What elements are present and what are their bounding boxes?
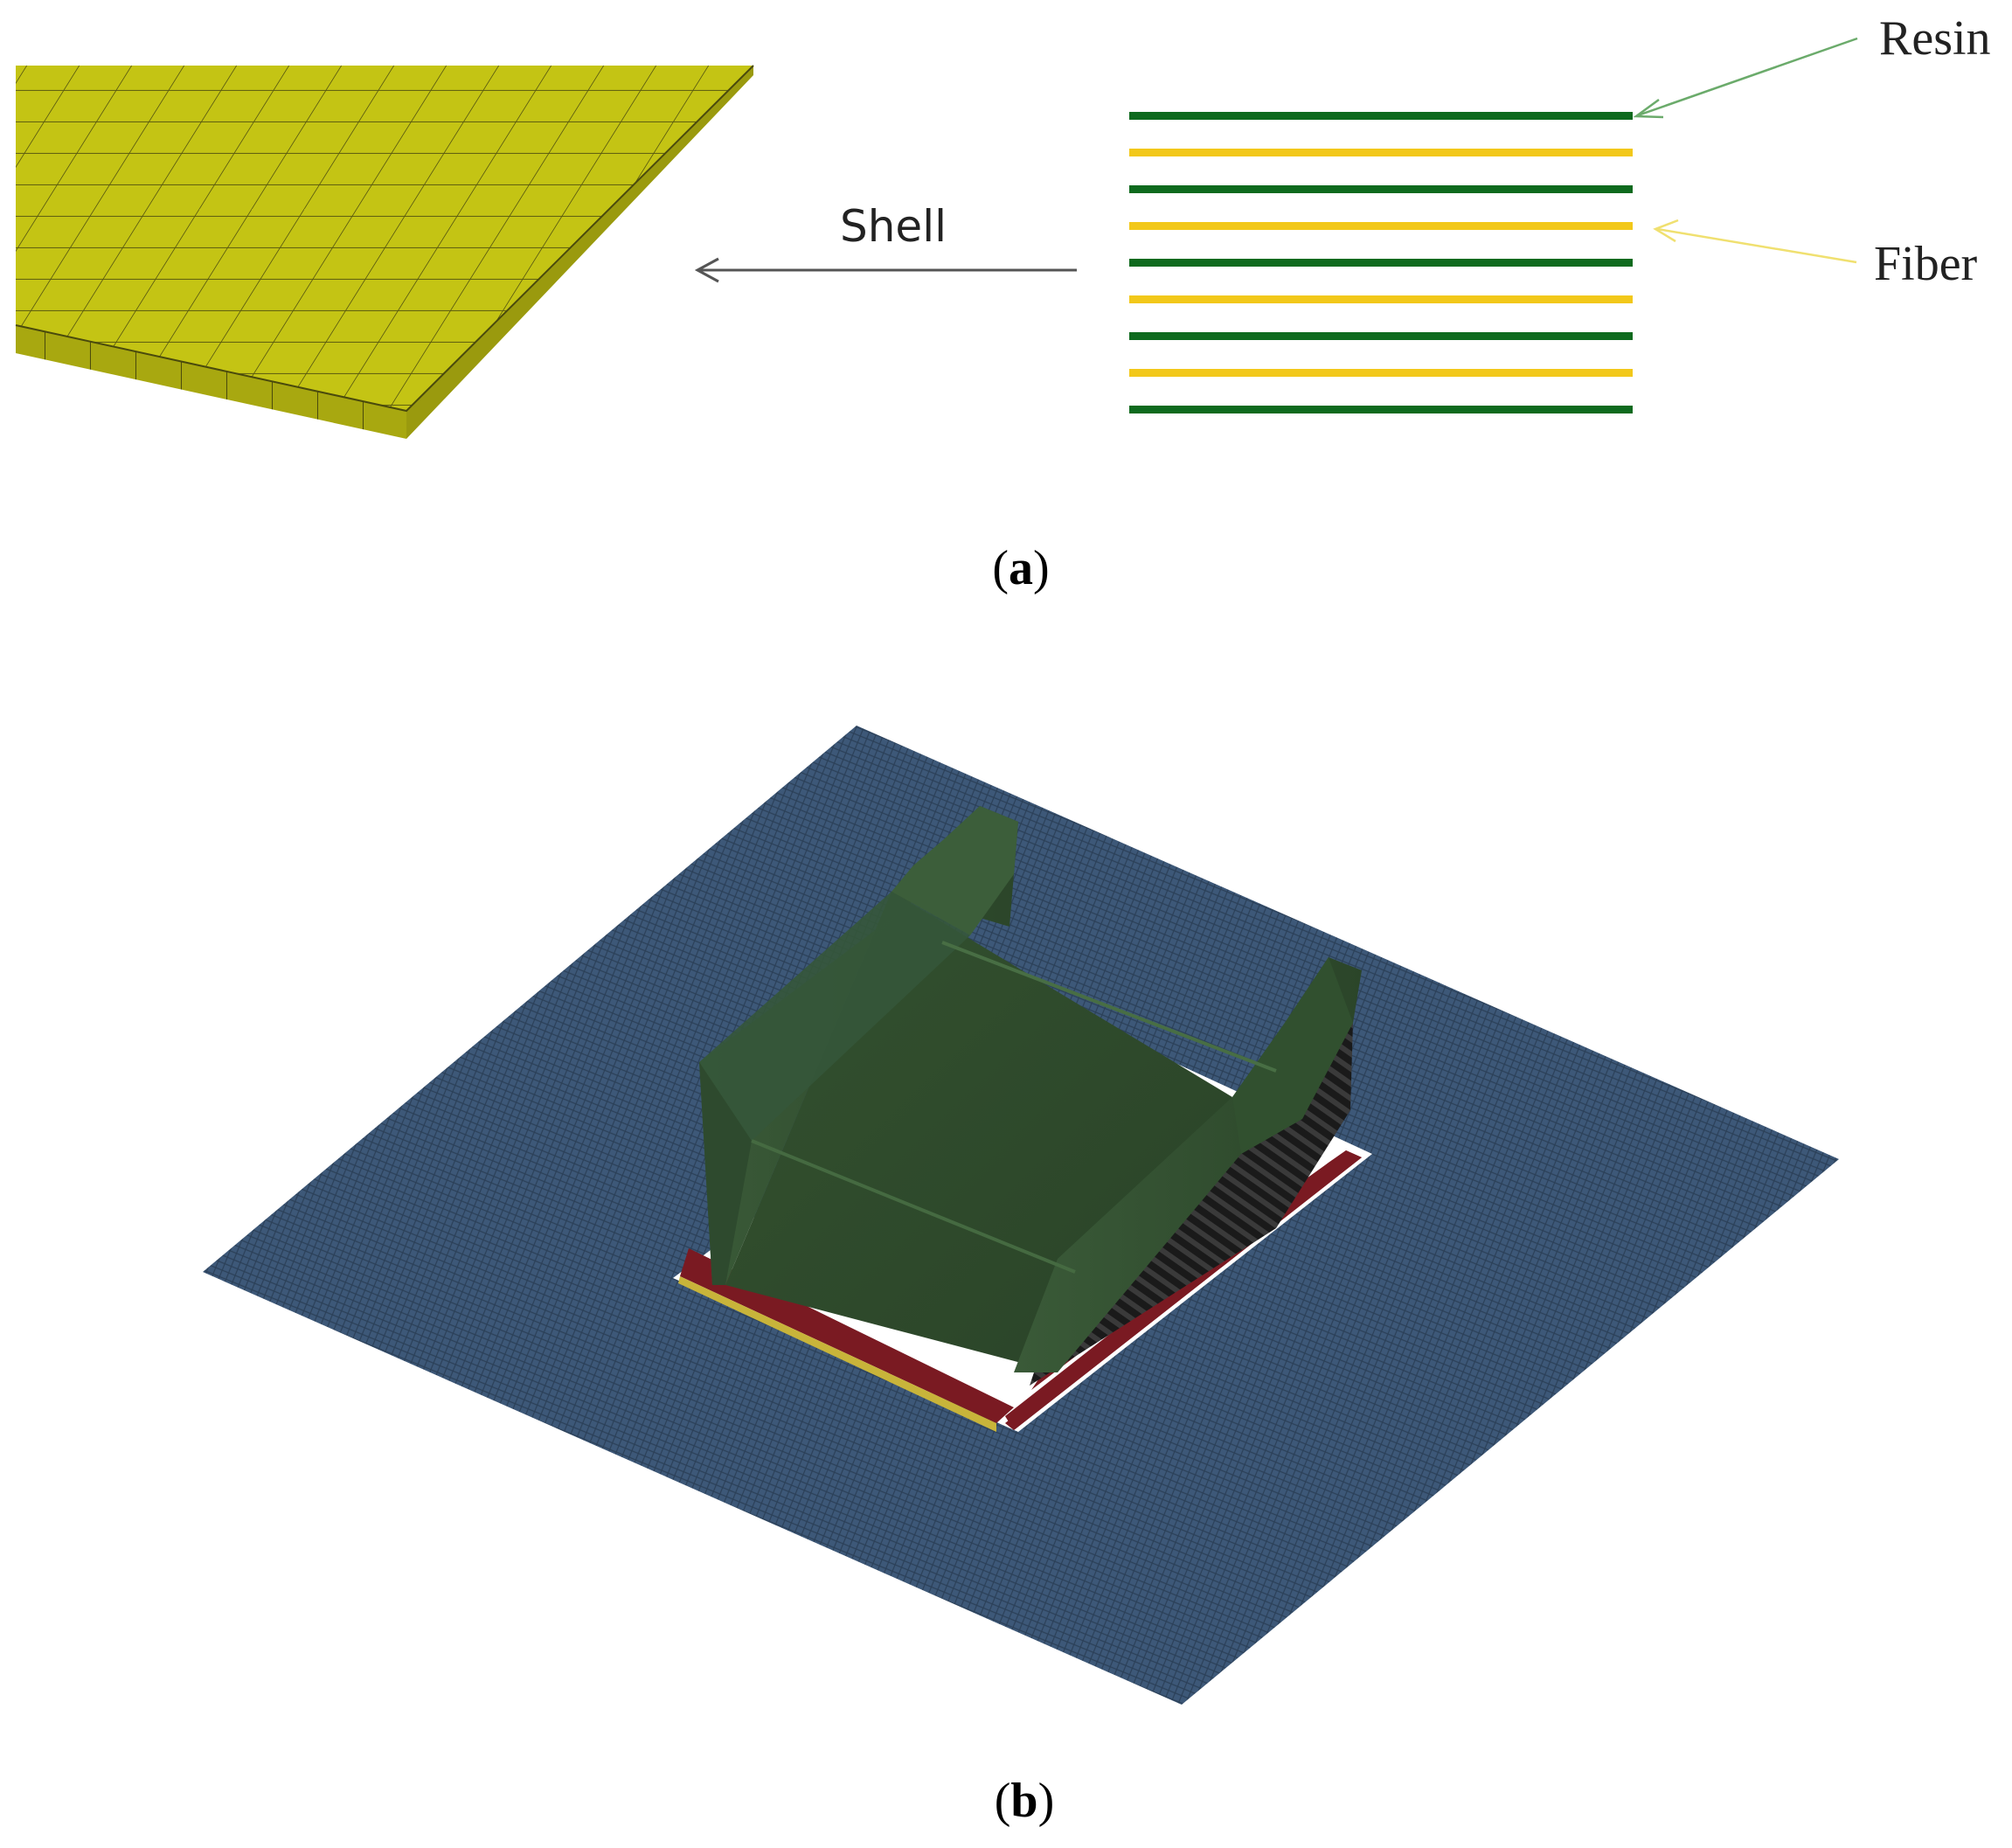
- panel-b: (b): [203, 726, 1839, 1828]
- caption-b: (b): [995, 1774, 1054, 1828]
- resin-layer: [1129, 112, 1633, 120]
- caption-a: (a): [992, 541, 1049, 595]
- panel-a: Shell Resin Fiber (a): [15, 11, 1991, 595]
- shell-mesh-plate: [15, 65, 754, 439]
- fiber-label: Fiber: [1874, 237, 1978, 291]
- shell-arrow: [694, 257, 1077, 283]
- fiber-layer: [1129, 222, 1633, 230]
- resin-layer: [1129, 406, 1633, 413]
- layer-stack: [1129, 112, 1633, 413]
- fiber-layer: [1129, 295, 1633, 303]
- fiber-layer: [1129, 369, 1633, 377]
- resin-label: Resin: [1879, 11, 1991, 66]
- shell-label: Shell: [840, 201, 947, 252]
- resin-layer: [1129, 185, 1633, 193]
- resin-layer: [1129, 259, 1633, 267]
- fiber-layer: [1129, 149, 1633, 156]
- fiber-leader-arrow: [1653, 219, 1857, 264]
- laminate-edge: [678, 1276, 996, 1432]
- resin-leader-arrow: [1633, 37, 1858, 119]
- channel-crease: [941, 941, 1277, 1073]
- shell-mesh-front-face: [16, 325, 406, 439]
- resin-layer: [1129, 332, 1633, 340]
- shell-mesh-side-face: [406, 66, 753, 439]
- shell-mesh-top-face: [16, 66, 753, 411]
